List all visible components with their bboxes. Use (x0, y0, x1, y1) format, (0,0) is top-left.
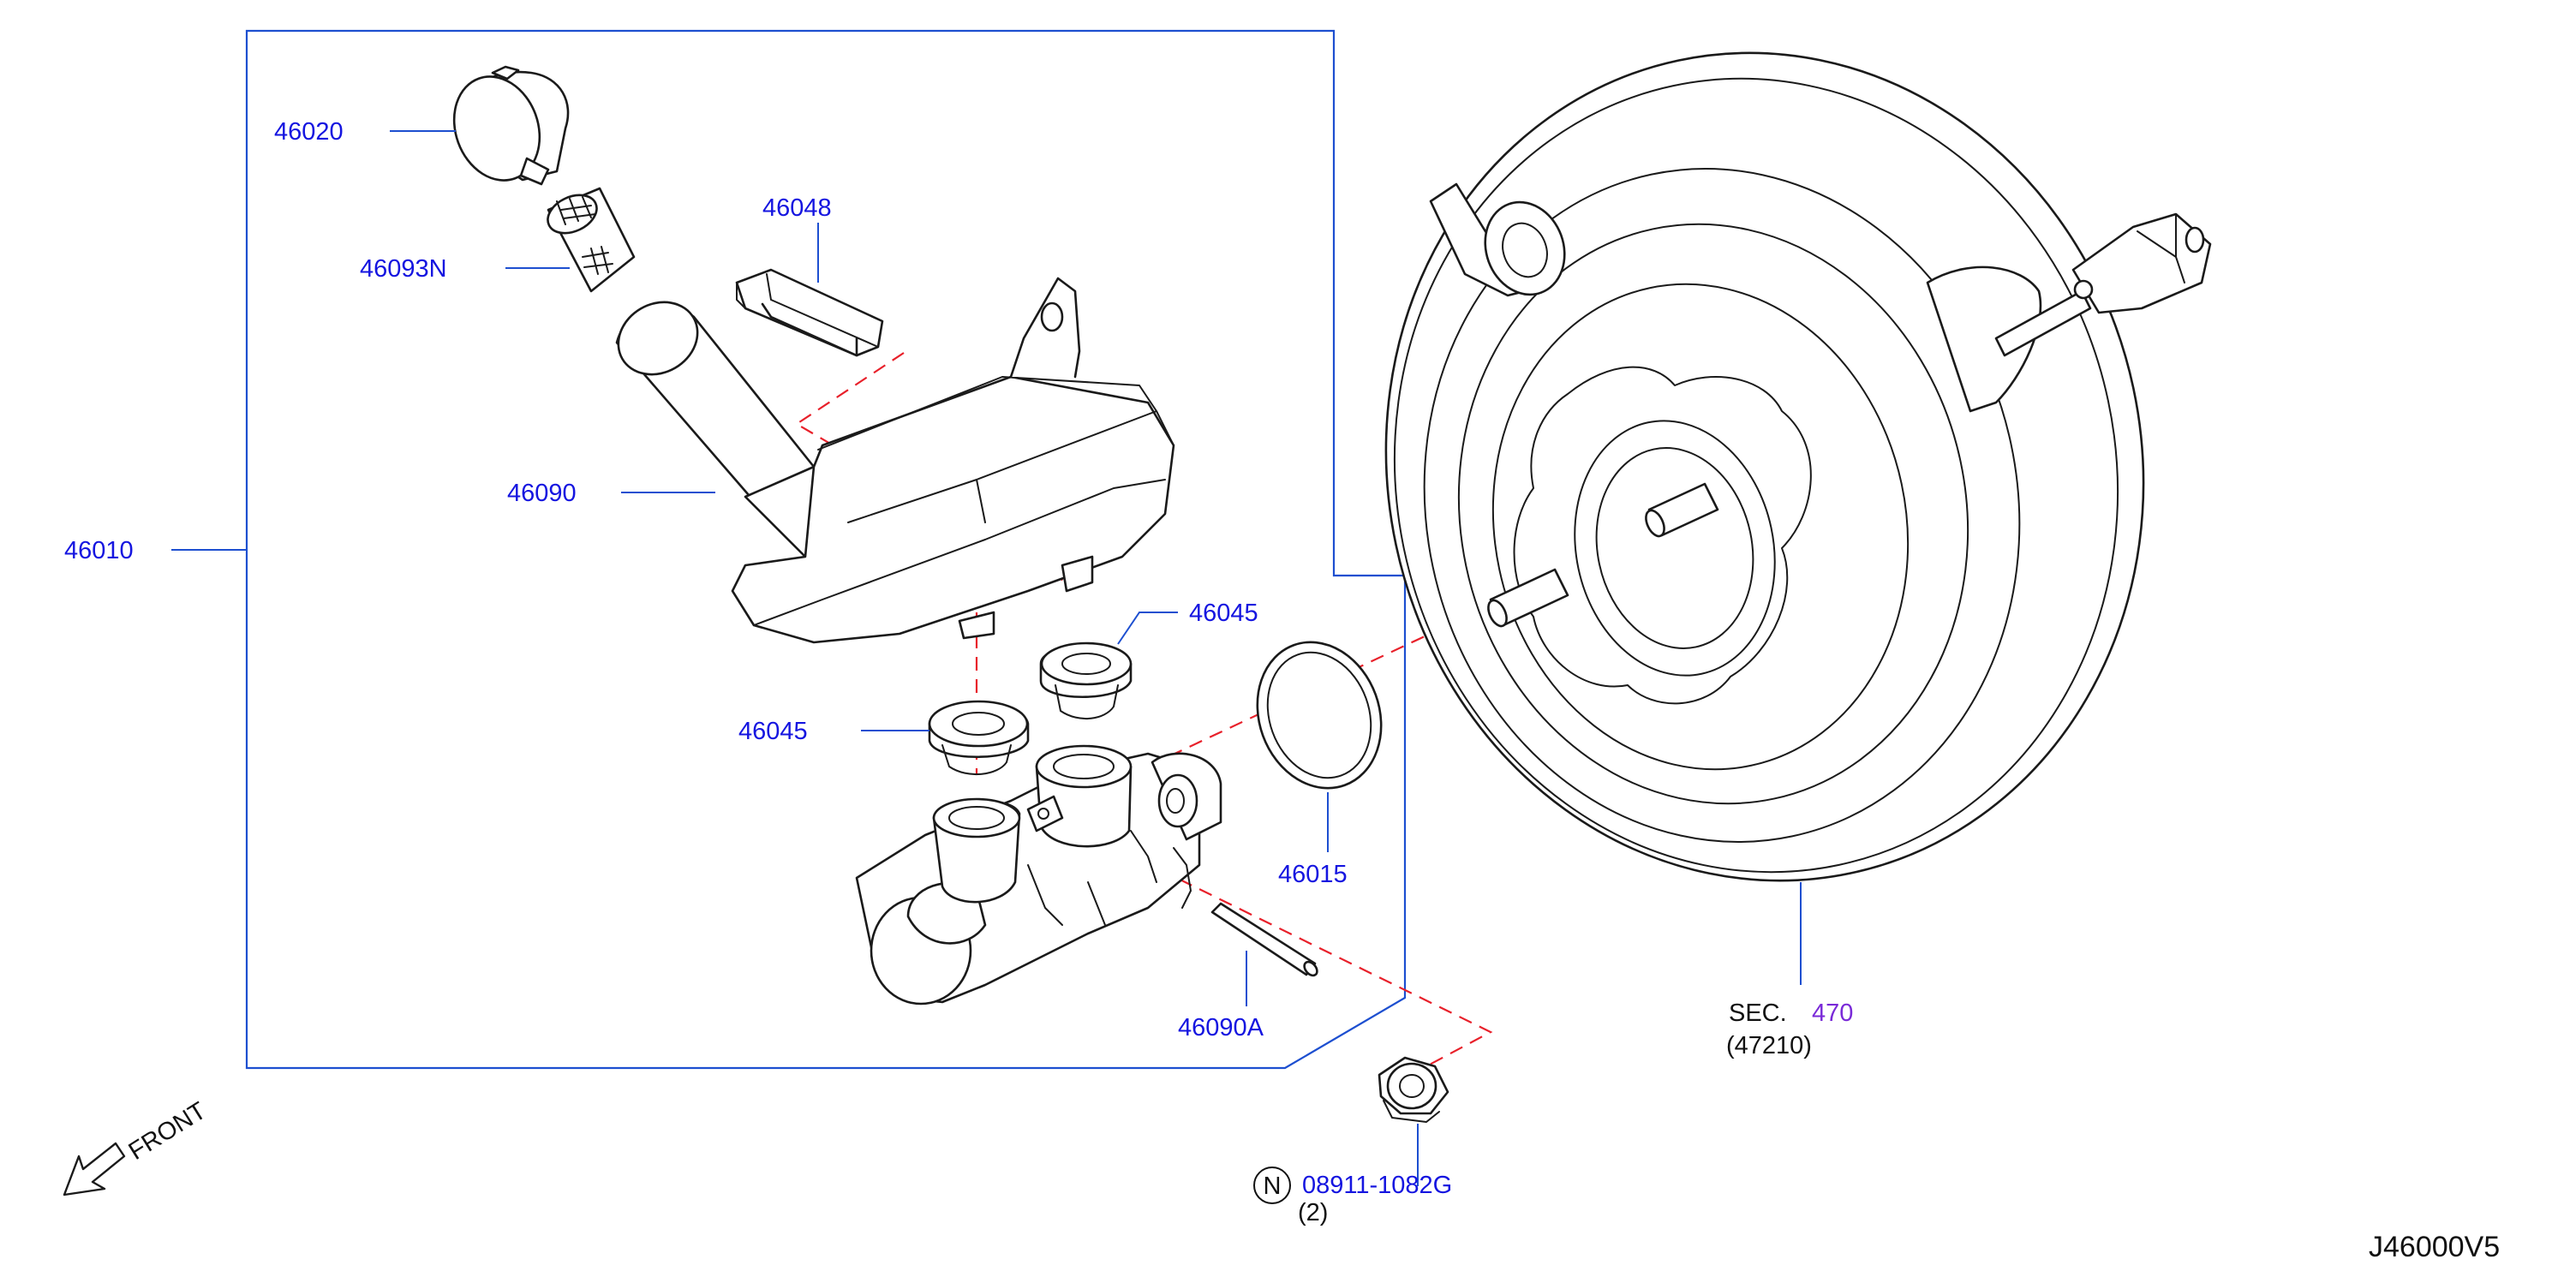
label-front: FRONT (124, 1097, 212, 1166)
label-seal-ring: 46015 (1278, 861, 1348, 888)
reservoir-strainer (505, 187, 636, 293)
seal-ring (1256, 641, 1383, 852)
label-grommet-upper: 46045 (1189, 600, 1258, 627)
label-nut-part: 08911-1082G (1302, 1172, 1452, 1199)
label-assembly: 46010 (64, 537, 134, 564)
label-reservoir: 46090 (507, 480, 577, 507)
front-arrow-icon (63, 1142, 126, 1196)
label-grommet-lower: 46045 (738, 718, 808, 745)
nut-symbol-letter: N (1264, 1173, 1282, 1200)
label-sensor: 46048 (762, 194, 832, 222)
label-nut-qty: (2) (1298, 1199, 1328, 1226)
flange-nut (1378, 1056, 1449, 1186)
fluid-level-sensor (735, 223, 884, 357)
label-cap: 46020 (274, 118, 344, 146)
grommet-lower (861, 700, 1030, 776)
brake-booster (1384, 51, 2212, 985)
fluid-reservoir (615, 277, 1175, 644)
master-cylinder-body (855, 744, 1222, 1005)
assembly-frame (245, 29, 1407, 1070)
grommet-upper (1039, 612, 1178, 720)
reservoir-cap (390, 65, 570, 186)
drawing-code: J46000V5 (2369, 1231, 2500, 1263)
label-sec-number: 470 (1812, 999, 1853, 1027)
pin (1210, 902, 1318, 1006)
label-booster-part: (47210) (1726, 1032, 1812, 1059)
label-sec-prefix: SEC. (1729, 999, 1787, 1027)
nut-symbol-icon: N (1253, 1167, 1291, 1204)
label-pin: 46090A (1178, 1014, 1264, 1041)
label-strainer: 46093N (360, 255, 447, 283)
